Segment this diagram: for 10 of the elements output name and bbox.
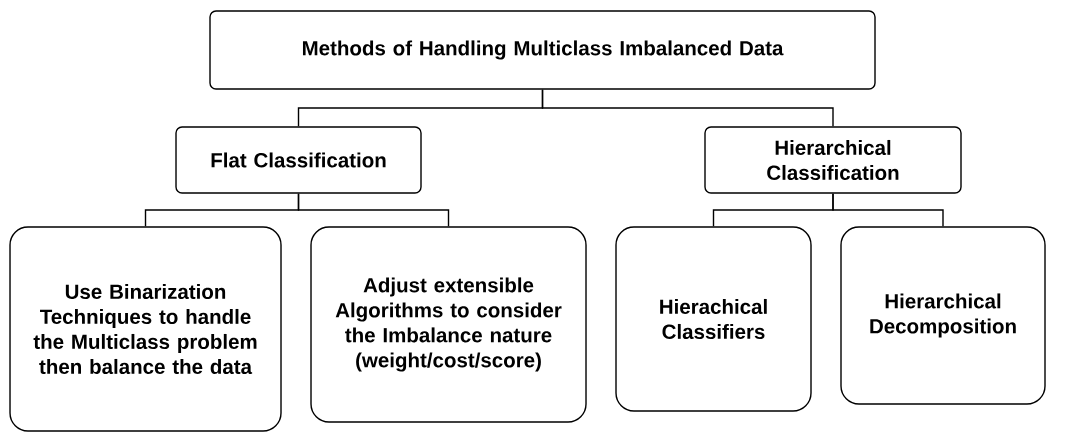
method-box: Hierarchical Decomposition	[840, 226, 1046, 405]
method-box: Adjust extensible Algorithms to consider the Imbalance nature (weight/cost/score)	[310, 226, 587, 423]
category-box: Hierarchical Classification	[704, 126, 962, 194]
connector-line	[297, 193, 450, 227]
method-box: Hierachical Classifiers	[615, 226, 812, 412]
title-box: Methods of Handling Multiclass Imbalanced Data	[209, 10, 876, 90]
connector-line	[541, 89, 834, 127]
method-box: Use Binarization Techniques to handle the Multiclass problem then balance the data	[9, 226, 282, 432]
category-box: Flat Classification	[175, 126, 422, 194]
connector-line	[832, 193, 944, 227]
